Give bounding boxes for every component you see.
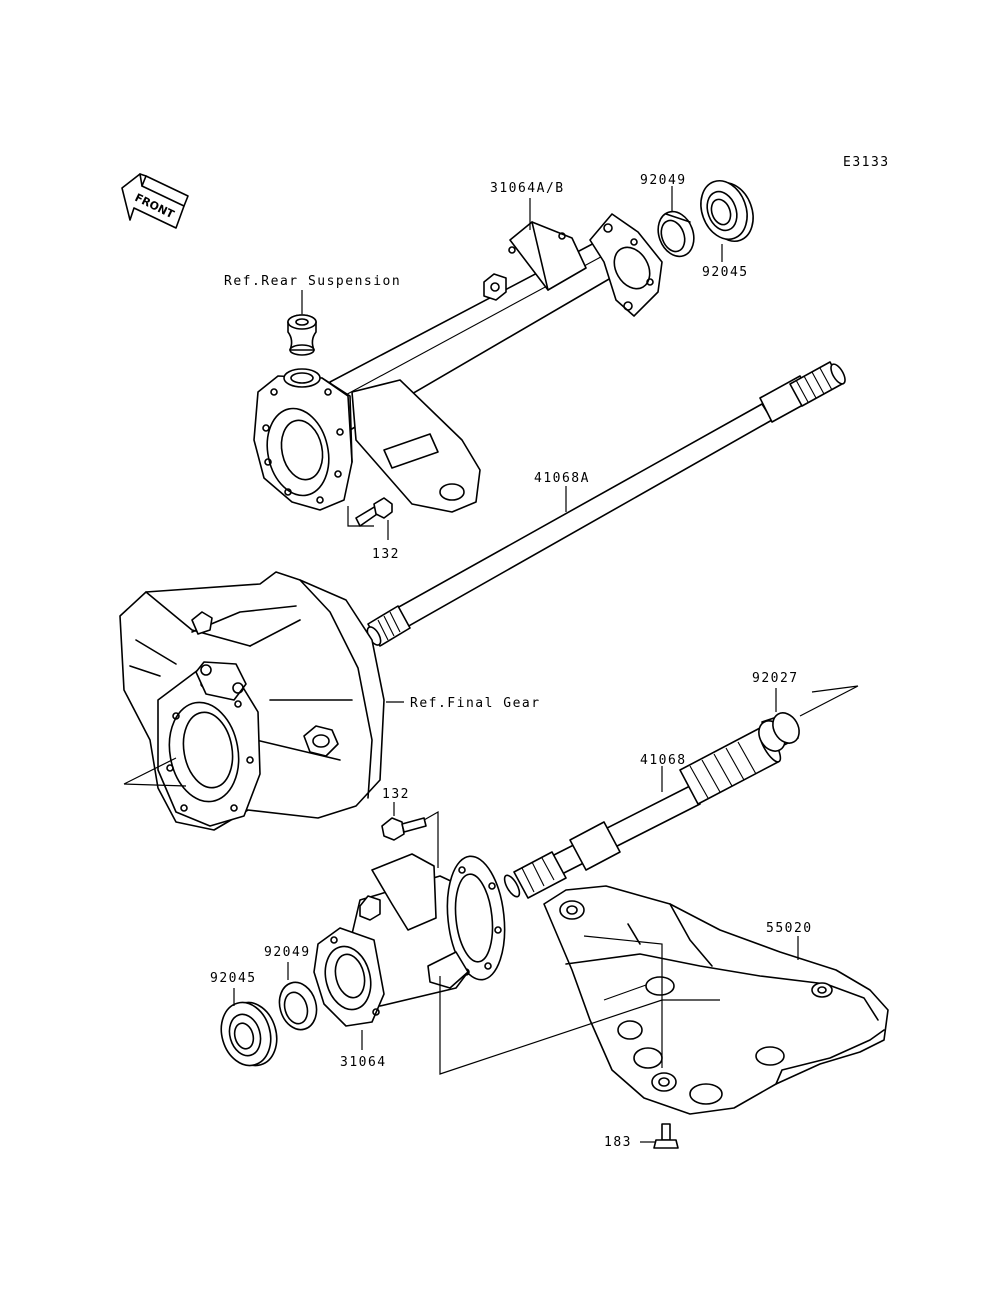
drive-shaft-41068 bbox=[503, 727, 782, 899]
drive-shaft-41068a bbox=[366, 361, 846, 647]
label-31064: 31064 bbox=[340, 1055, 387, 1070]
label-41068a: 41068A bbox=[534, 471, 590, 486]
label-31064ab: 31064A/B bbox=[490, 181, 565, 196]
label-41068: 41068 bbox=[640, 753, 687, 768]
label-ref-final-gear: Ref.Final Gear bbox=[410, 696, 541, 711]
label-92027: 92027 bbox=[752, 671, 799, 686]
label-92045-upper: 92045 bbox=[702, 265, 749, 280]
label-ref-rear-suspension: Ref.Rear Suspension bbox=[224, 274, 401, 289]
bearing-92045-upper bbox=[700, 180, 754, 242]
label-92049-upper: 92049 bbox=[640, 173, 687, 188]
bolt-132-lower bbox=[381, 817, 427, 841]
oil-seal-92049-upper bbox=[657, 210, 695, 258]
final-gear-case bbox=[119, 571, 385, 831]
axle-housing-upper bbox=[253, 213, 663, 513]
label-132-upper: 132 bbox=[372, 547, 400, 562]
axle-housing-lower bbox=[313, 853, 506, 1027]
leader-lines bbox=[123, 186, 859, 1143]
diagram-code: E3133 bbox=[843, 155, 890, 170]
bolt-183 bbox=[653, 1123, 679, 1149]
bolt-132-upper bbox=[355, 497, 393, 527]
label-132-lower: 132 bbox=[382, 787, 410, 802]
label-183: 183 bbox=[604, 1135, 632, 1150]
suspension-bushing bbox=[287, 314, 317, 356]
label-92045-lower: 92045 bbox=[210, 971, 257, 986]
oil-seal-92049-lower bbox=[278, 981, 318, 1031]
front-arrow-icon: FRONT bbox=[121, 173, 189, 229]
label-92049-lower: 92049 bbox=[264, 945, 311, 960]
bearing-92045-lower bbox=[220, 1001, 278, 1067]
label-55020: 55020 bbox=[766, 921, 813, 936]
collar-92027 bbox=[758, 712, 800, 752]
